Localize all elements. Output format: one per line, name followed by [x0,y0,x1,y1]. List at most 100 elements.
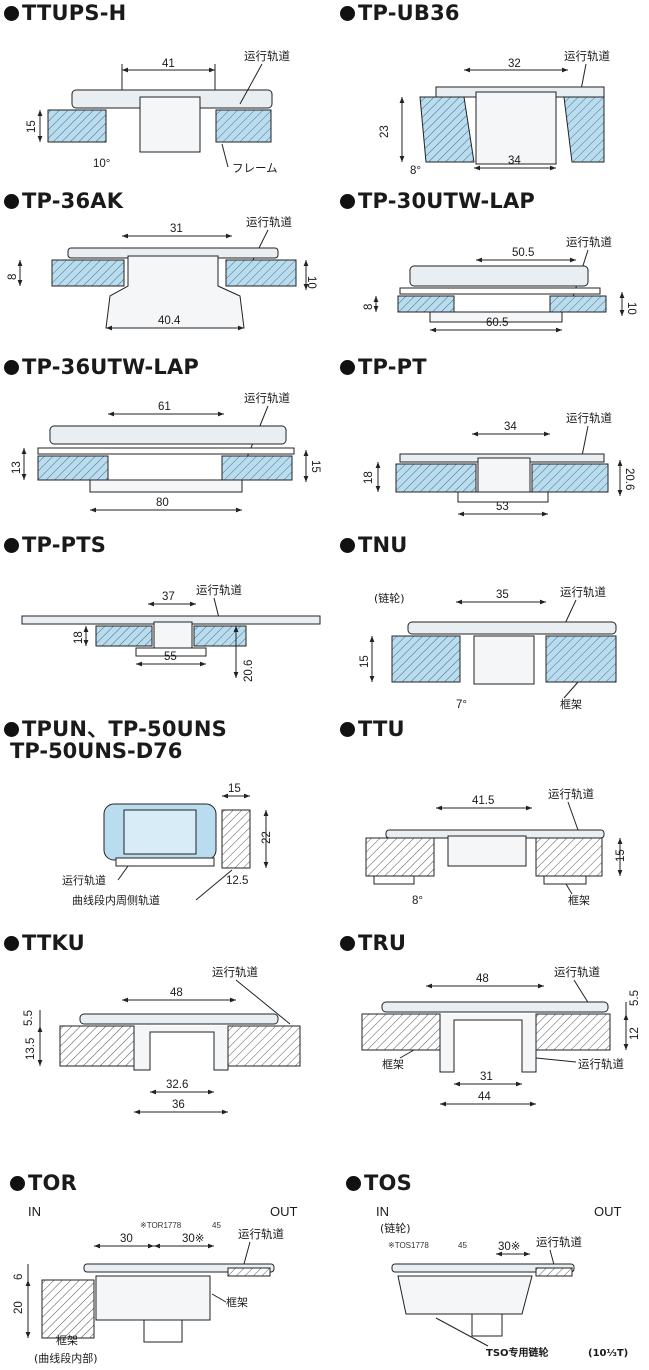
in-label: IN [376,1204,389,1219]
dim-left: 8 [363,304,375,310]
rail-left [397,295,455,313]
dim-height: 22 [261,831,273,844]
rail-right [531,463,609,493]
dim-left: 18 [363,471,375,484]
dim-top: 34 [504,421,517,433]
panel-title: TOR [10,1172,77,1195]
dim-right: 20.6 [243,660,255,682]
panel-title: TTU [340,718,405,741]
bullet-icon [4,538,19,553]
bullet-icon [10,1176,25,1191]
bullet-icon [346,1176,361,1191]
panel-title: TOS [346,1172,412,1195]
bullet-icon [4,360,19,375]
panel-title-line2: TP-50UNS-D76 [10,739,183,763]
tp-36utw-lap-diagram: 运行轨道 61 13 15 80 [11,391,321,513]
out-label: OUT [594,1204,622,1219]
track-label: 运行轨道 [244,391,290,405]
bullet-icon [4,194,19,209]
panel-tp-36ak: TP-36AK 运行轨道 31 8 10 40.4 [0,190,317,350]
dim-d1: 30※ [498,1241,520,1253]
dim-inner: 32.6 [166,1079,188,1091]
rail-right [563,96,605,163]
panel-title: TP-PTS [4,534,106,557]
bullet-icon [340,722,355,737]
dim-bottom: 60.5 [486,317,508,329]
note-label: ※TOR1778 [140,1221,182,1230]
in-label: IN [28,1204,41,1219]
track-label: 运行轨道 [246,215,292,229]
tru-diagram: 运行轨道 48 5.5 12 框架 31 44 运行轨道 [361,965,641,1107]
rail-left [365,837,435,877]
panel-tp-pts: TP-PTS 运行轨道 37 18 55 20.6 [0,534,321,714]
track-label: 运行轨道 [212,965,258,979]
angle-label: 45 [212,1221,221,1230]
dim-bottom: 53 [496,501,509,513]
track2-label: 运行轨道 [578,1057,624,1071]
dim-h2: 20 [13,1301,25,1314]
angle-label: 7° [456,699,467,711]
inner-frame [41,1279,95,1339]
dim-left: 18 [73,631,85,644]
ttups-h-diagram: 41 15 运行轨道 10° フレーム [26,49,290,175]
tos-diagram: IN OUT (链轮) ※TOS1778 45 30※ 运行轨道 TSO专用链轮… [376,1204,628,1359]
dim-right: 10 [305,276,317,289]
tp-ub36-diagram: 运行轨道 32 23 34 8° [379,49,610,177]
rail-left [59,1025,135,1067]
panel-title: TP-PT [340,356,427,379]
rail-right [549,295,607,313]
angle-label: 45 [458,1241,467,1250]
tor-diagram: IN OUT ※TOR1778 45 30 30※ 运行轨道 6 20 框架 框… [13,1204,298,1365]
frame2-label: 框架 [56,1334,78,1347]
inner-rail [221,809,251,869]
rail-right [535,1013,611,1051]
tpun-diagram: 15 22 12.5 运行轨道 曲线段内周侧轨道 [62,783,273,907]
dim-top: 50.5 [512,247,534,259]
dim-h2: 12 [629,1027,641,1040]
panel-tos: TOS IN OUT (链轮) ※TOS1778 45 30※ 运行轨道 TSO… [336,1172,648,1368]
panel-title: TTUPS-H [4,2,126,25]
rail-right [545,635,617,683]
panel-title: TP-36AK [4,190,123,213]
dim-bottom: 55 [164,651,177,663]
bullet-icon [340,360,355,375]
rail-right [535,837,603,877]
tp-30utw-lap-diagram: 运行轨道 50.5 8 10 60.5 [363,235,637,333]
tp-pt-diagram: 运行轨道 34 18 20.6 53 [363,411,635,517]
rail-left [395,463,477,493]
dim-right: 15 [309,460,321,473]
rail-left [47,109,107,143]
panel-tpun: TPUN、TP-50UNS TP-50UNS-D76 15 22 12.5 运行… [0,718,312,928]
rail-left [419,96,475,163]
dim-outer: 36 [172,1099,185,1111]
dim-width: 41 [162,58,175,70]
dim-bottom: 34 [508,155,521,167]
dim-right: 10 [625,302,637,315]
rail-left [37,455,109,481]
panel-tp-30utw-lap: TP-30UTW-LAP 运行轨道 50.5 8 10 60.5 [336,190,648,350]
tp-pts-diagram: 运行轨道 37 18 55 20.6 [21,583,321,682]
frame-label: 框架 [226,1296,248,1309]
panel-title: TP-UB36 [340,2,460,25]
dim-top: 35 [496,589,509,601]
dim-height: 15 [26,120,38,133]
rail-right [193,625,247,647]
panel-ttu: TTU 运行轨道 41.5 15 8° 框架 [336,718,648,928]
bullet-icon [340,538,355,553]
sprocket-name: TSO专用链轮 [486,1346,549,1359]
note-label: ※TOS1778 [388,1241,429,1250]
dim-bottom: 80 [156,497,169,509]
ttku-diagram: 运行轨道 48 5.5 13.5 32.6 36 [23,965,301,1115]
dim-d2: 30※ [182,1233,204,1245]
panel-title: TNU [340,534,408,557]
dim-height: 23 [379,125,391,138]
rail-left [361,1013,441,1051]
dim-top: 48 [170,987,183,999]
track-label: 运行轨道 [62,873,106,887]
sprocket-label: (链轮) [380,1221,411,1235]
panel-tnu: TNU (链轮) 运行轨道 35 15 7° 框架 [336,534,648,714]
panel-tor: TOR IN OUT ※TOR1778 45 30 30※ 运行轨道 6 20 … [0,1172,312,1368]
dim-height: 15 [359,655,371,668]
dim-top: 48 [476,973,489,985]
track-label: 运行轨道 [554,965,600,979]
